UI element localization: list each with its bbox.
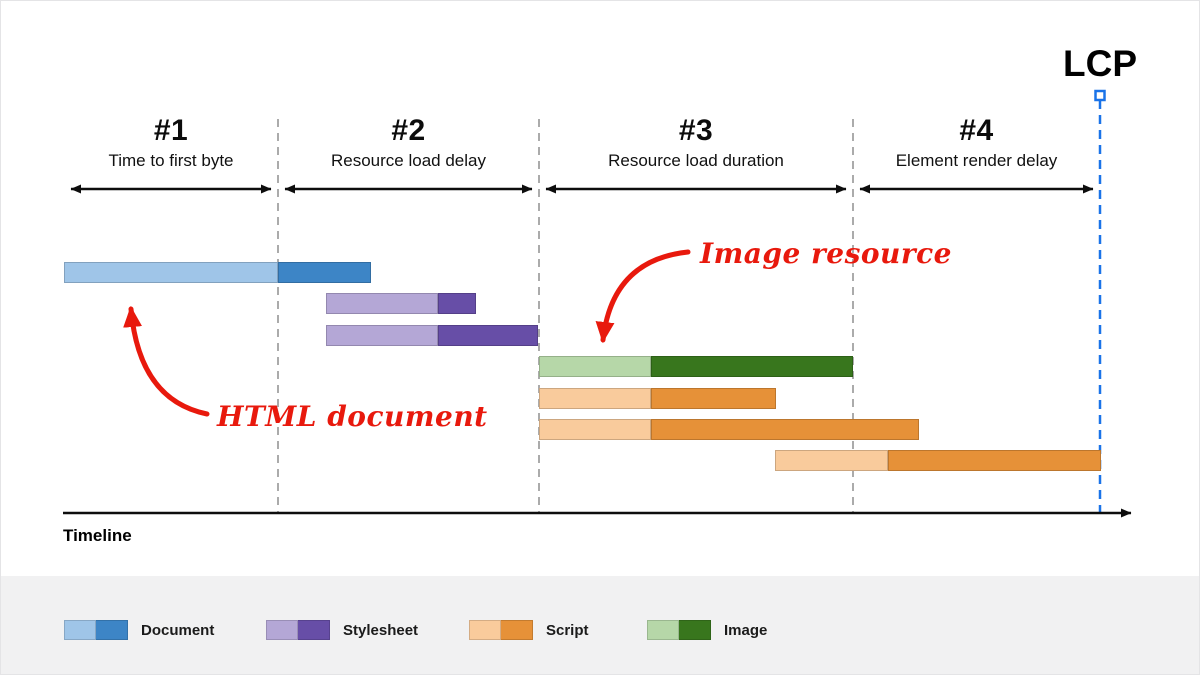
legend-swatch — [469, 620, 533, 640]
bar-stylesheet-dark — [438, 325, 538, 346]
legend-swatch-half — [266, 620, 298, 640]
phase-number: #2 — [391, 114, 426, 147]
legend-swatch — [64, 620, 128, 640]
legend-swatch-half — [501, 620, 533, 640]
legend-label: Document — [141, 621, 215, 639]
bar-script-dark — [651, 388, 776, 409]
bar-stylesheet-dark — [438, 293, 476, 314]
legend-item-script: Script — [469, 620, 589, 640]
bar-stylesheet-light — [326, 325, 438, 346]
bar-document-light — [64, 262, 278, 283]
phase-label: Time to first byte — [108, 151, 234, 170]
legend-swatch-half — [469, 620, 501, 640]
legend-label: Script — [546, 621, 589, 639]
html-document-annotation-text: HTML document — [217, 400, 488, 433]
legend-band: Document Stylesheet Script Image — [1, 576, 1199, 674]
legend-swatch-half — [679, 620, 711, 640]
bar-document-dark — [278, 262, 371, 283]
phase-label: Element render delay — [895, 151, 1058, 170]
legend-item-image: Image — [647, 620, 767, 640]
bar-script-light — [539, 388, 651, 409]
bar-script-dark — [888, 450, 1101, 471]
legend-label: Image — [724, 621, 768, 639]
phase-label: Resource load delay — [331, 151, 486, 170]
legend-swatch — [266, 620, 330, 640]
legend-item-stylesheet: Stylesheet — [266, 620, 418, 640]
lcp-label: LCP — [1063, 43, 1137, 84]
bar-script-dark — [651, 419, 919, 440]
bar-image-light — [539, 356, 651, 377]
legend-swatch-half — [96, 620, 128, 640]
legend-swatch-half — [64, 620, 96, 640]
phase-number: #3 — [678, 114, 714, 147]
bar-script-light — [775, 450, 888, 471]
image-resource-annotation-text: Image resource — [700, 237, 952, 270]
phase-number: #1 — [153, 114, 189, 147]
timeline-axis-label: Timeline — [63, 526, 132, 545]
legend-swatch-half — [647, 620, 679, 640]
bar-image-dark — [651, 356, 853, 377]
phase-number: #4 — [959, 114, 994, 147]
legend-swatch-half — [298, 620, 330, 640]
bar-stylesheet-light — [326, 293, 438, 314]
legend-swatch — [647, 620, 711, 640]
legend-label: Stylesheet — [343, 621, 419, 639]
phase-label: Resource load duration — [608, 151, 784, 170]
legend-item-document: Document — [64, 620, 214, 640]
bar-script-light — [539, 419, 651, 440]
